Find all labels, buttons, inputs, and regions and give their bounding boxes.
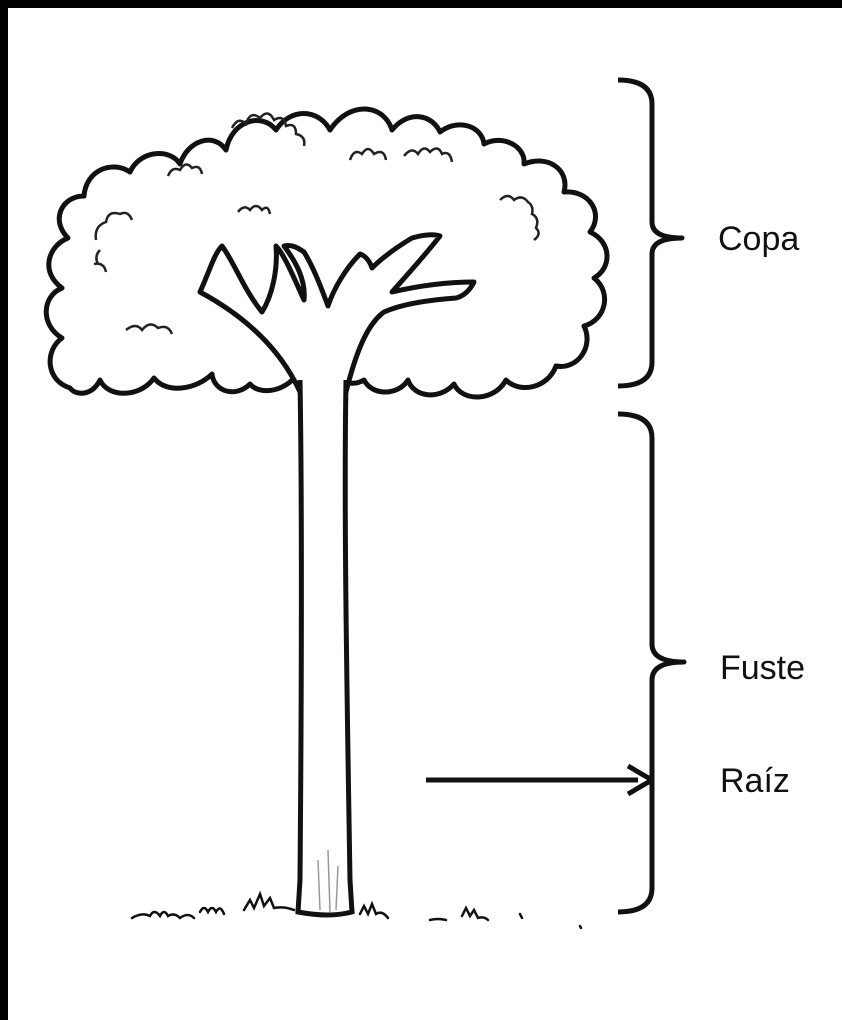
label-copa: Copa (718, 222, 799, 256)
tree-trunk (298, 380, 352, 915)
tree-illustration (46, 109, 607, 928)
label-fuste: Fuste (720, 651, 805, 685)
ground-grass (132, 894, 581, 928)
copa-bracket (618, 80, 682, 386)
label-raiz: Raíz (720, 764, 790, 798)
fuste-bracket (618, 414, 684, 912)
raiz-arrow (426, 766, 652, 794)
